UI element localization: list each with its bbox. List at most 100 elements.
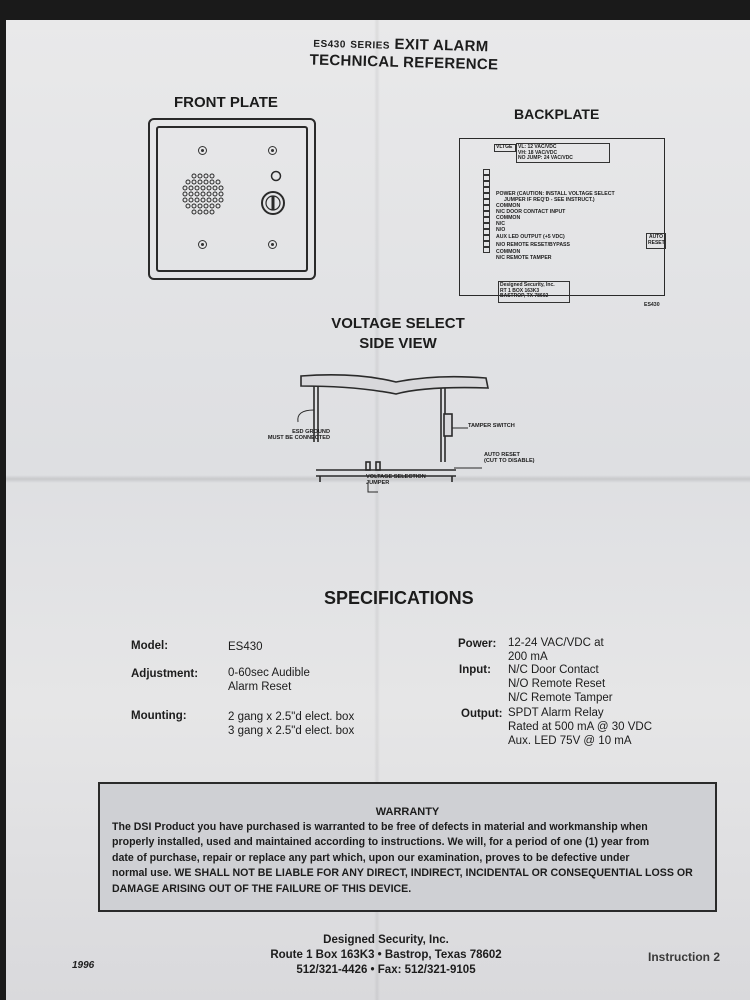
spec-input-label: Input: (459, 664, 491, 676)
front-plate-drawing (148, 118, 316, 280)
spec-input-line: N/C Remote Tamper (508, 692, 613, 704)
terminal-icon (483, 229, 490, 235)
spec-input-line: N/O Remote Reset (508, 678, 606, 690)
warranty-body: The DSI Product you have purchased is wa… (112, 820, 708, 897)
voltage-select-title-line2: SIDE VIEW (359, 335, 437, 352)
terminal-label: N/C DOOR CONTACT INPUT (496, 209, 566, 215)
jumper-line1: VOLTAGE SELECTION (366, 474, 426, 480)
speaker-grille-icon (182, 173, 224, 215)
warranty-line: The DSI Product you have purchased is wa… (112, 821, 648, 833)
screw-icon (268, 240, 277, 249)
company-phone: 512/321-4426 • Fax: 512/321-9105 (296, 964, 476, 976)
spec-adjustment-line: 0-60sec Audible (228, 667, 310, 679)
voltage-line-vh: VH: 18 VAC/VDC (518, 149, 558, 156)
spec-model-label: Model: (131, 640, 169, 652)
key-switch-icon (261, 191, 285, 215)
terminal-label: JUMPER IF REQ'D - SEE INSTRUCT.) (504, 197, 595, 203)
auto-reset-box: AUTO RESET (646, 233, 666, 249)
specifications-title: SPECIFICATIONS (324, 588, 474, 608)
voltage-box-label: VLTGE (494, 144, 516, 152)
document-year: 1996 (72, 960, 95, 971)
title-model-prefix: ES430 (313, 38, 347, 51)
company-address: Route 1 Box 163K3 • Bastrop, Texas 78602 (270, 949, 502, 961)
paper-fold-vertical (374, 20, 380, 1000)
spec-power-line: 12-24 VAC/VDC at (508, 637, 604, 649)
spec-power-value: 12-24 VAC/VDC at 200 mA (508, 636, 604, 664)
warranty-line: normal use. WE SHALL NOT BE LIABLE FOR A… (112, 867, 693, 880)
terminal-icon (483, 235, 490, 241)
terminal-label: COMMON (496, 203, 521, 209)
warranty-line: properly installed, used and maintained … (112, 836, 650, 849)
terminal-label: COMMON (496, 249, 521, 255)
voltage-line-vl: VL: 12 VAC/VDC (518, 144, 557, 150)
terminal-label: N/C REMOTE TAMPER (496, 255, 552, 261)
warranty-line: date of purchase, repair or replace any … (112, 851, 630, 864)
led-indicator-icon (270, 170, 282, 182)
front-plate-inner-border (156, 126, 308, 272)
backplate-drawing: VLTGE VL: 12 VAC/VDC VH: 18 VAC/VDC NO J… (459, 138, 666, 308)
spec-adjustment-label: Adjustment: (131, 668, 199, 680)
warranty-title: WARRANTY (375, 806, 440, 818)
instruction-number: Instruction 2 (648, 950, 721, 964)
spec-mounting-value: 2 gang x 2.5"d elect. box 3 gang x 2.5"d… (228, 710, 354, 738)
spec-output-line: SPDT Alarm Relay (508, 707, 604, 719)
esd-line2: MUST BE CONNECTED (267, 435, 330, 441)
warranty-line: DAMAGE ARISING OUT OF THE FAILURE OF THI… (112, 882, 412, 895)
auto-reset-line2: (CUT TO DISABLE) (484, 458, 535, 464)
spec-input-value: N/C Door Contact N/O Remote Reset N/C Re… (508, 663, 613, 705)
terminal-icon (483, 187, 490, 193)
spec-input-line: N/C Door Contact (508, 664, 599, 676)
spec-output-line: Rated at 500 mA @ 30 VDC (508, 721, 652, 733)
maker-line: RT 1 BOX 163K3 (500, 287, 540, 294)
side-view-diagram (297, 374, 489, 493)
company-address-block: Designed Security, Inc. Route 1 Box 163K… (236, 933, 536, 978)
maker-label-box: Designed Security, Inc. RT 1 BOX 163K3 B… (498, 281, 570, 303)
tamper-switch-label: TAMPER SWITCH (468, 423, 515, 429)
terminal-label: N/O REMOTE RESET/BYPASS (496, 242, 570, 248)
voltage-jumper-legend: VL: 12 VAC/VDC VH: 18 VAC/VDC NO JUMP: 2… (516, 143, 610, 163)
spec-output-value: SPDT Alarm Relay Rated at 500 mA @ 30 VD… (508, 706, 652, 748)
spec-adjustment-line: Alarm Reset (228, 681, 292, 693)
document-sheet: ES430 SERIES EXIT ALARM TECHNICAL REFERE… (6, 20, 750, 1000)
screw-icon (198, 146, 207, 155)
terminal-icon (483, 217, 490, 223)
front-plate-label: FRONT PLATE (174, 94, 278, 111)
title-exit-alarm: EXIT ALARM (394, 35, 489, 56)
terminal-icon (483, 181, 490, 187)
terminal-icon (483, 211, 490, 217)
voltage-line-nojump: NO JUMP: 24 VAC/VDC (518, 155, 573, 162)
jumper-label: VOLTAGE SELECTION JUMPER (366, 474, 426, 486)
terminal-icon (483, 199, 490, 205)
voltage-select-title-line1: VOLTAGE SELECT (331, 315, 465, 332)
auto-reset-side-label: AUTO RESET (CUT TO DISABLE) (484, 452, 535, 464)
terminal-label: POWER (CAUTION: INSTALL VOLTAGE SELECT (496, 191, 615, 197)
auto-reset-label-line1: AUTO (648, 234, 664, 240)
terminal-icon (483, 205, 490, 211)
spec-mounting-line: 3 gang x 2.5"d elect. box (228, 725, 355, 737)
terminal-icon (483, 175, 490, 181)
terminal-icon (483, 223, 490, 229)
auto-reset-line1: AUTO RESET (484, 452, 520, 458)
spec-mounting-line: 2 gang x 2.5"d elect. box (228, 711, 355, 723)
maker-line: Designed Security, Inc. (500, 282, 555, 288)
screw-icon (198, 240, 207, 249)
spec-output-label: Output: (461, 708, 503, 720)
backplate-model-tag: ES430 (644, 302, 660, 308)
spec-mounting-label: Mounting: (131, 710, 187, 722)
warranty-box: WARRANTY The DSI Product you have purcha… (98, 782, 717, 912)
jumper-line2: JUMPER (366, 480, 390, 486)
terminal-icon (483, 169, 490, 175)
terminal-icon (483, 193, 490, 199)
paper-fold-horizontal (6, 475, 750, 483)
esd-ground-label: ESD GROUND MUST BE CONNECTED (260, 429, 330, 441)
voltage-select-title: VOLTAGE SELECT SIDE VIEW (328, 314, 468, 354)
auto-reset-label-line2: RESET (648, 239, 665, 246)
maker-line: BASTROP, TX 78602 (500, 293, 549, 300)
terminal-icon (483, 247, 490, 253)
screw-icon (268, 146, 277, 155)
title-series-label: SERIES (350, 39, 391, 52)
esd-line1: ESD GROUND (292, 429, 330, 435)
spec-output-line: Aux. LED 75V @ 10 mA (508, 735, 632, 747)
terminal-label: N/C (496, 221, 505, 227)
terminal-label: AUX LED OUTPUT (+5 VDC) (496, 234, 565, 240)
